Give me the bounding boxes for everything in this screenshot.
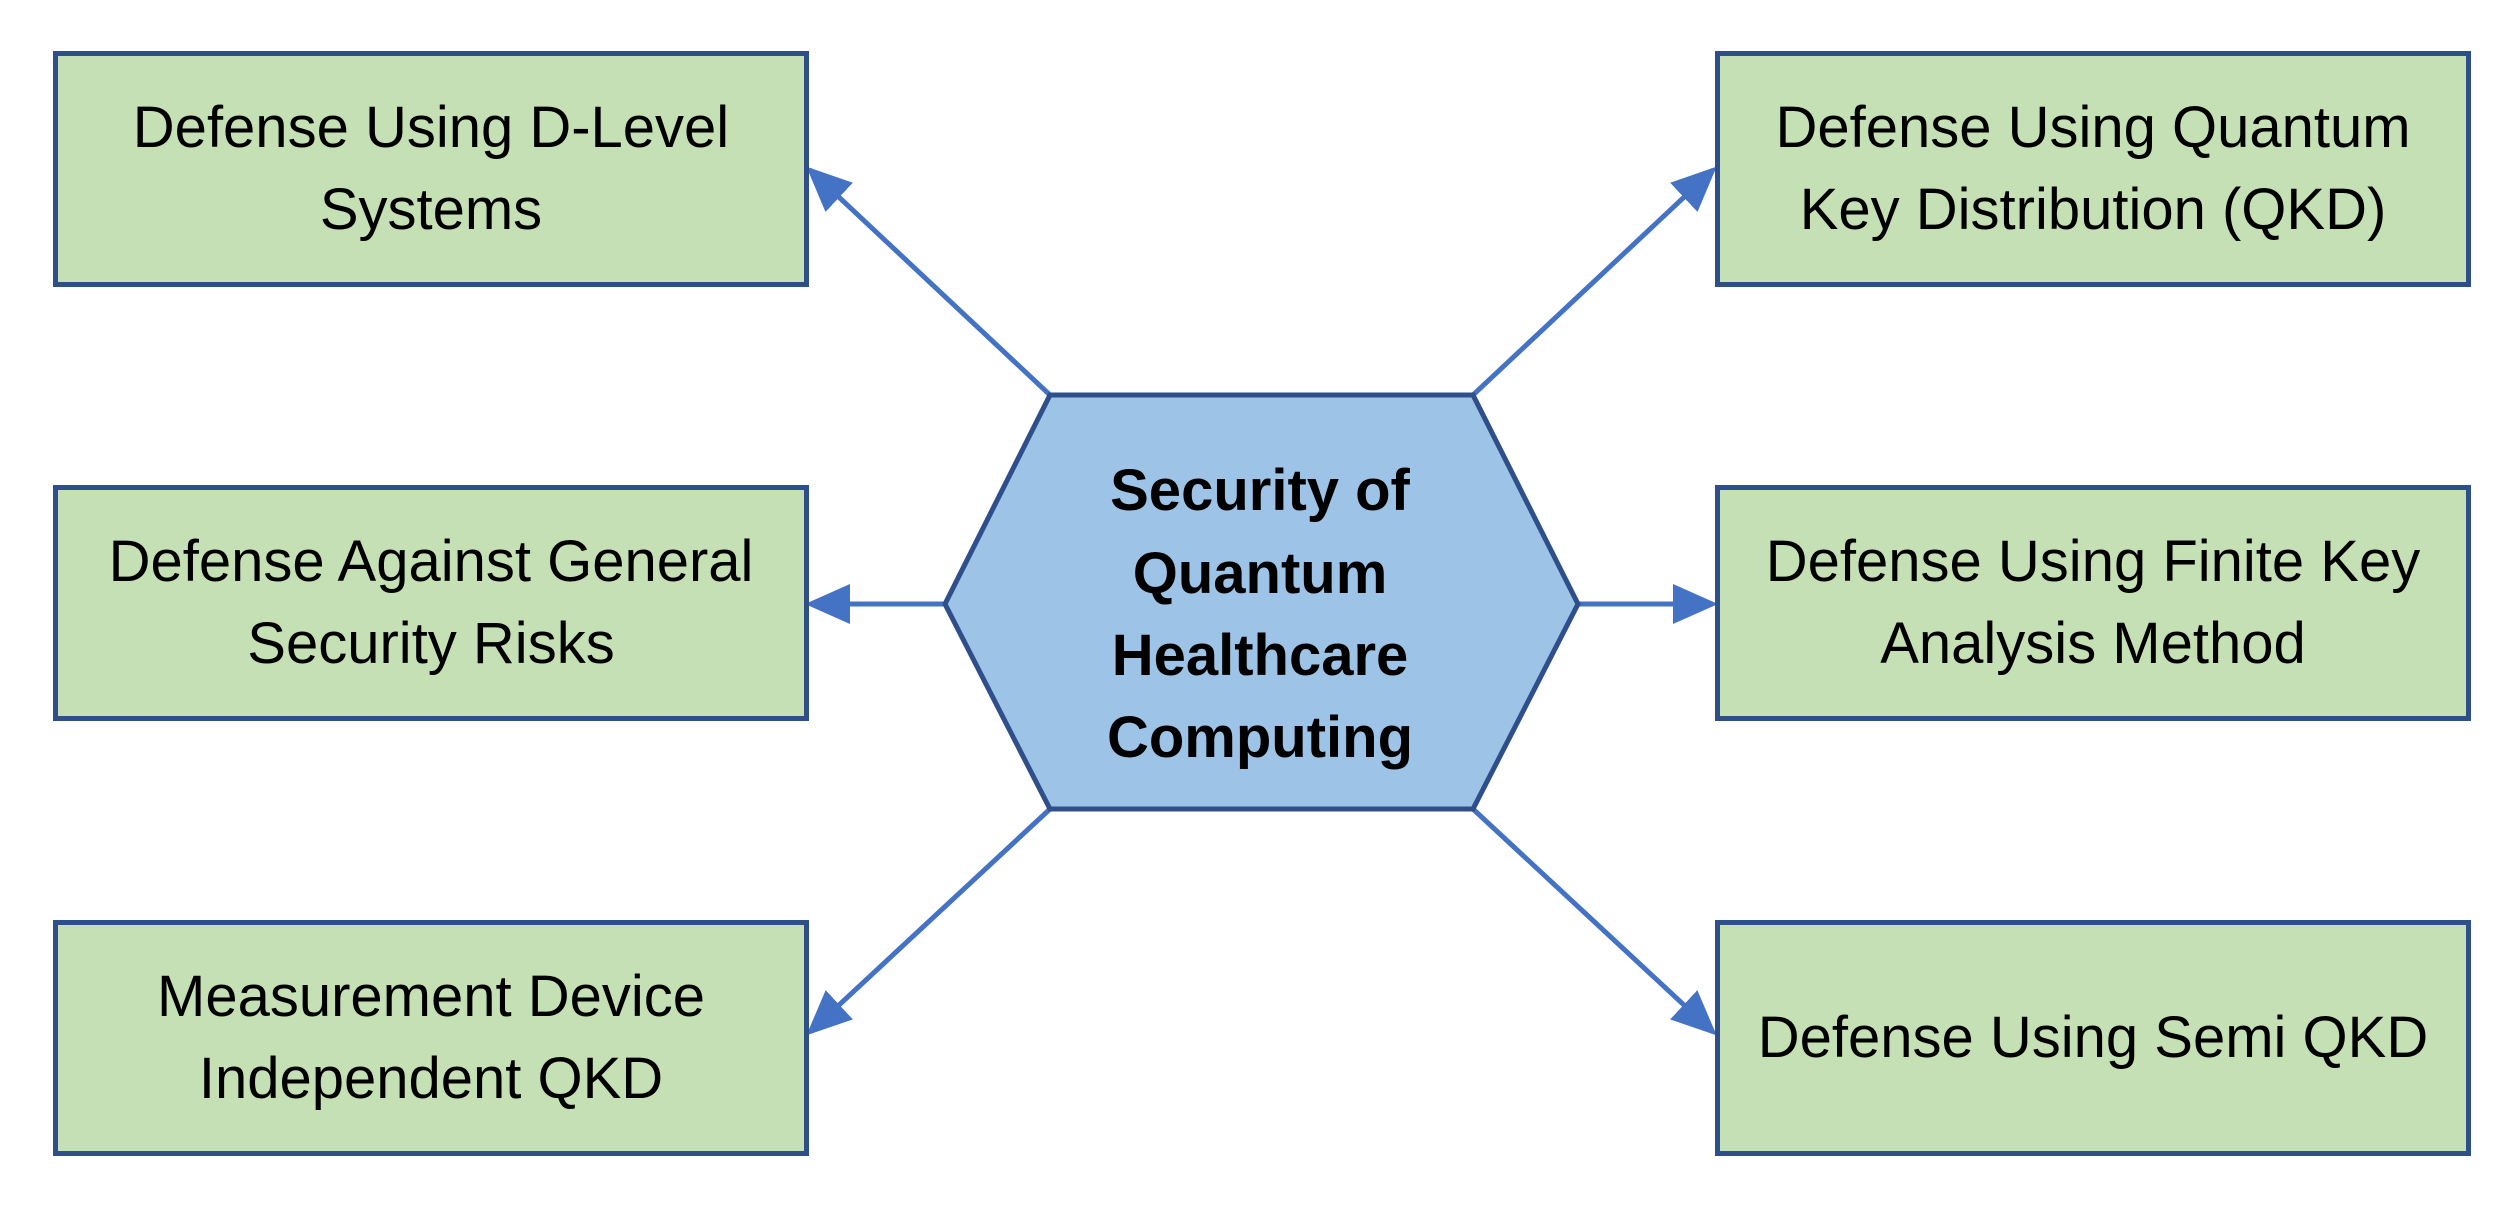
- connector-mdi-qkd: [806, 807, 1052, 1036]
- node-mdi-qkd: Measurement Device Independent QKD: [53, 920, 809, 1156]
- node-qkd-label: Defense Using Quantum Key Distribution (…: [1775, 94, 2411, 242]
- node-mdi-qkd-label: Measurement Device Independent QKD: [157, 963, 705, 1111]
- node-d-level: Defense Using D-Level Systems: [53, 51, 809, 287]
- node-general-risks-label: Defense Against General Security Risks: [108, 528, 754, 676]
- connector-semi-qkd: [1471, 807, 1717, 1036]
- connector-qkd: [1471, 166, 1717, 397]
- node-semi-qkd: Defense Using Semi QKD: [1715, 920, 2471, 1156]
- node-finite-key-label: Defense Using Finite Key Analysis Method: [1765, 528, 2421, 676]
- node-finite-key: Defense Using Finite Key Analysis Method: [1715, 485, 2471, 721]
- node-qkd: Defense Using Quantum Key Distribution (…: [1715, 51, 2471, 287]
- node-d-level-label: Defense Using D-Level Systems: [132, 94, 730, 242]
- node-semi-qkd-label: Defense Using Semi QKD: [1757, 1004, 2429, 1070]
- hub-hexagon: [942, 392, 1581, 812]
- node-general-risks: Defense Against General Security Risks: [53, 485, 809, 721]
- connector-d-level: [806, 166, 1052, 397]
